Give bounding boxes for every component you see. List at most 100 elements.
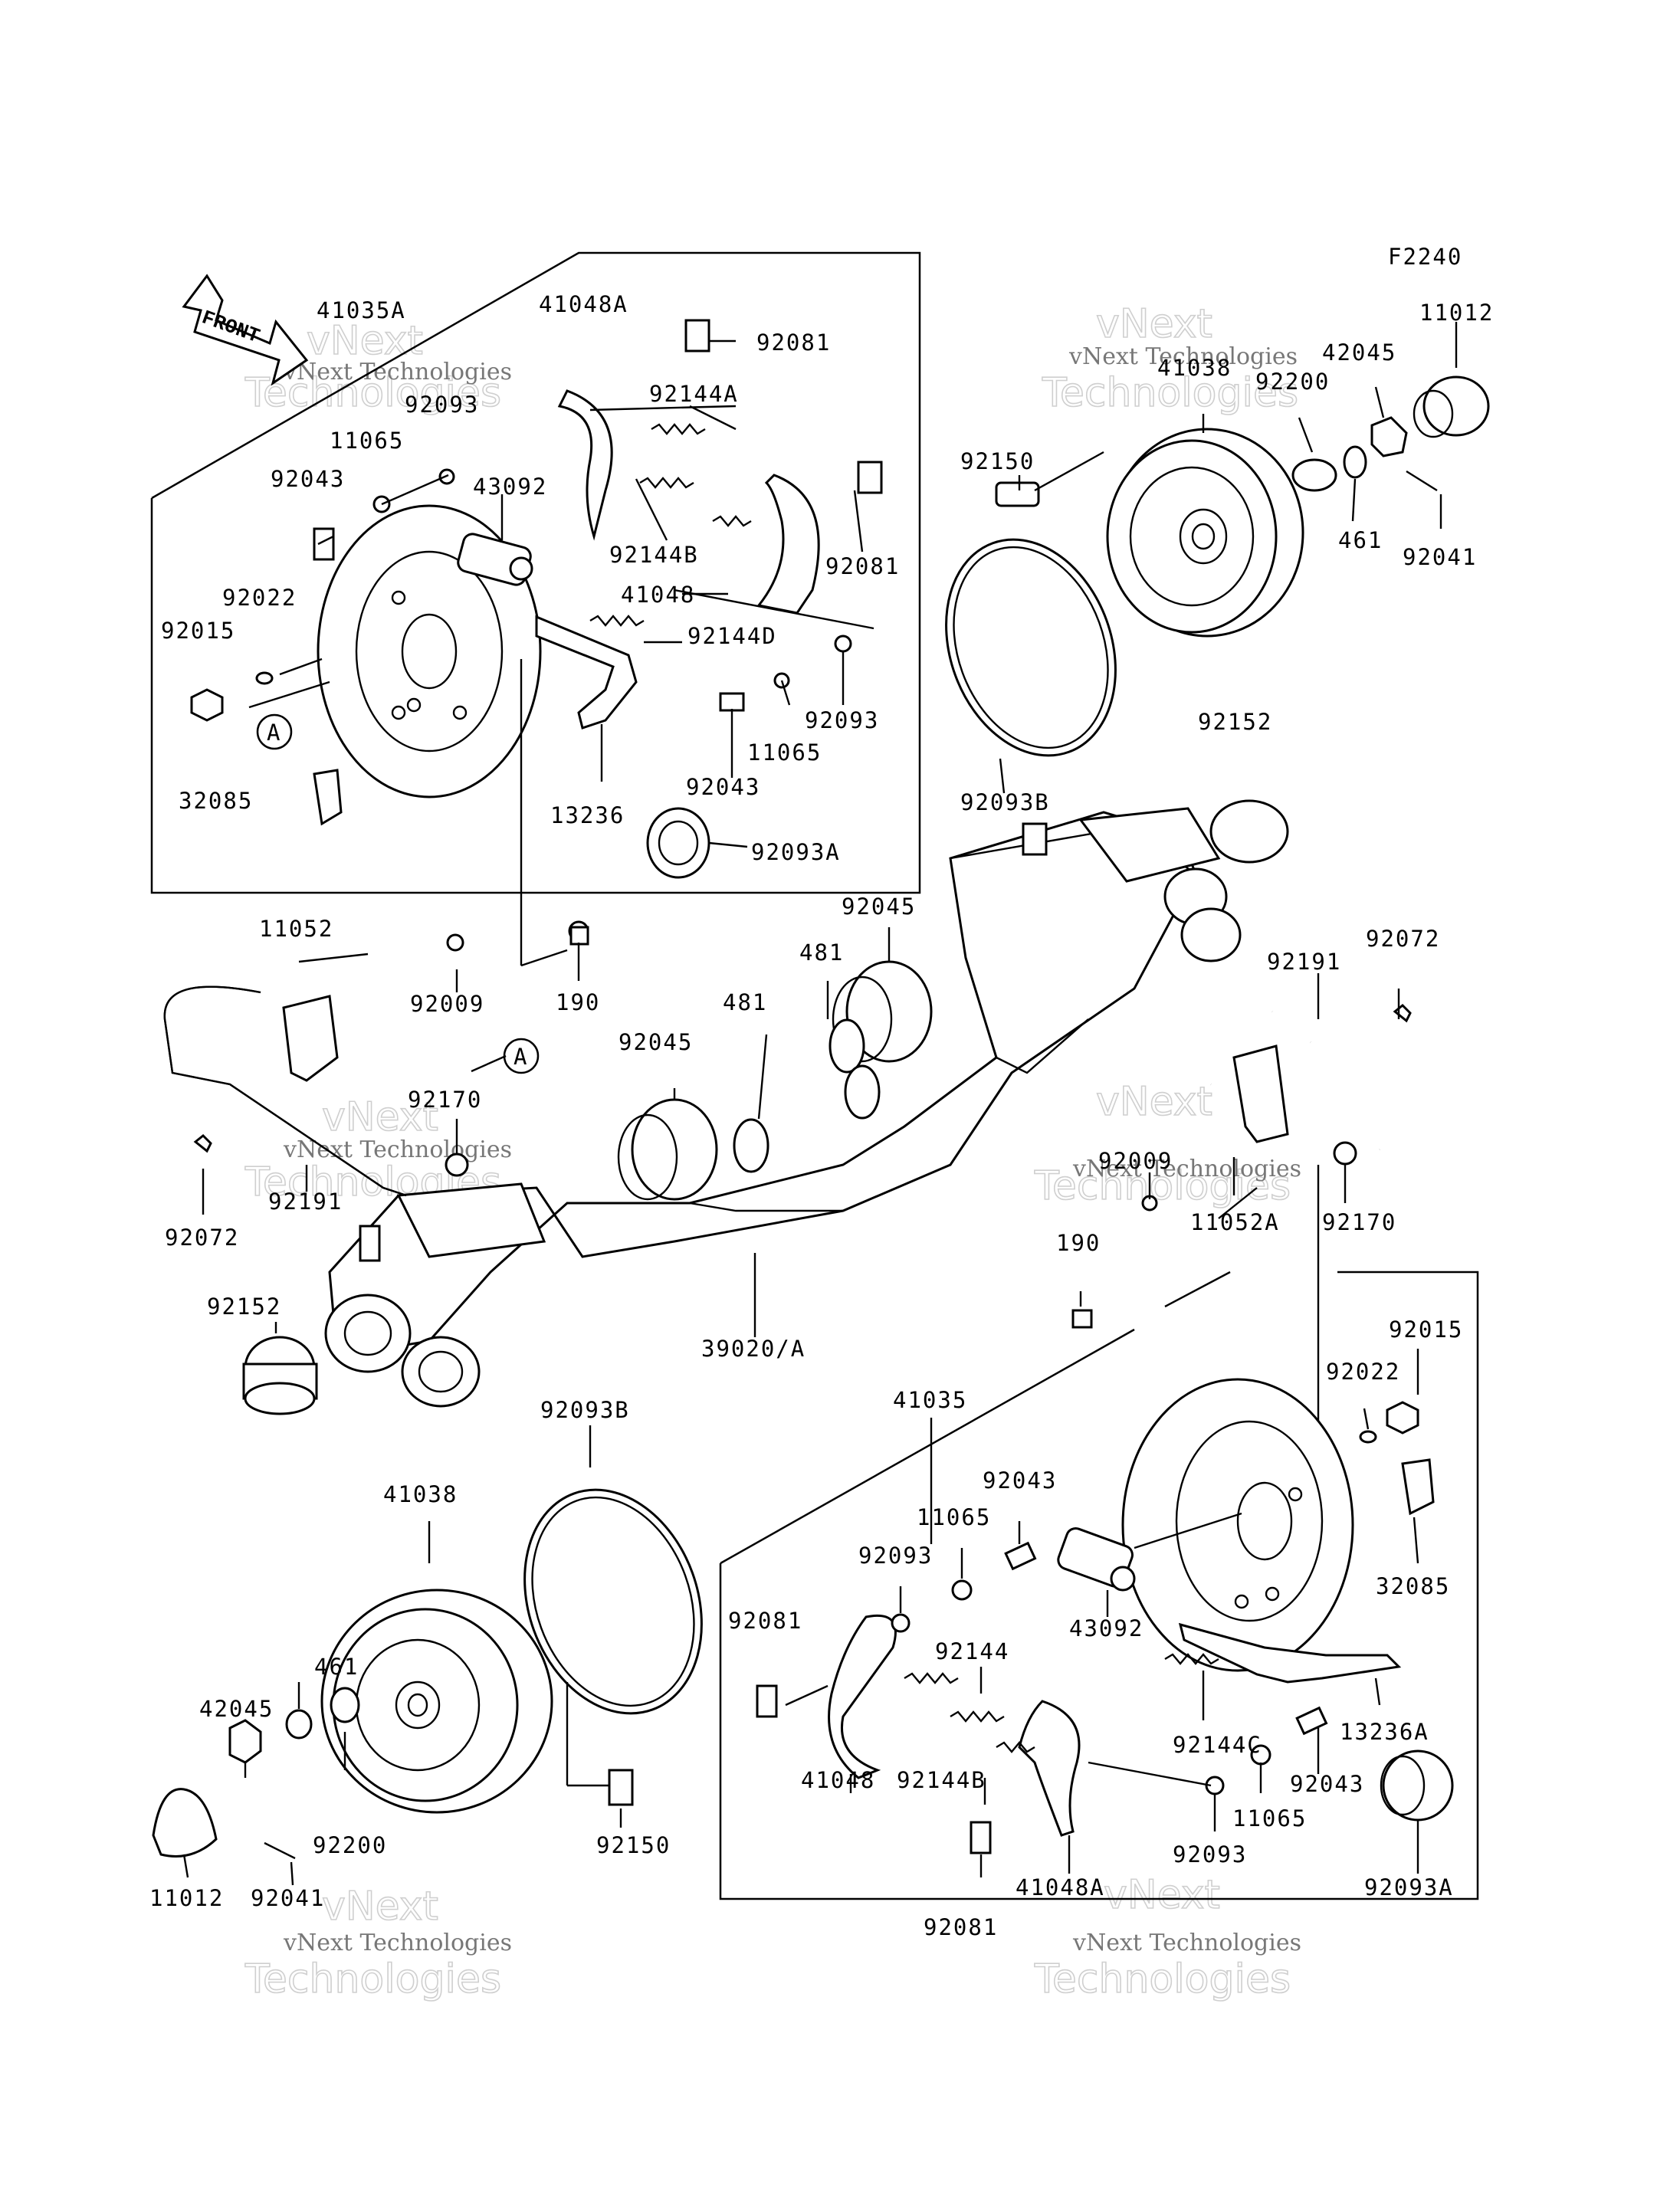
label-41038-bottom: 41038	[383, 1481, 458, 1507]
parking-lever-top	[535, 615, 638, 730]
svg-text:vNext Technologies: vNext Technologies	[283, 359, 512, 385]
label-11012-top: 11012	[1419, 300, 1494, 326]
label-92009-left: 92009	[410, 991, 484, 1017]
label-92015-left: 92015	[161, 618, 235, 644]
svg-text:vNext Technologies: vNext Technologies	[283, 1930, 512, 1956]
label-92022-left: 92022	[222, 585, 297, 611]
label-11065-bottom-2: 11065	[1232, 1805, 1307, 1831]
springs-top	[589, 423, 752, 627]
label-32085-left: 32085	[179, 788, 253, 814]
label-11012-bottom: 11012	[149, 1885, 224, 1911]
leader-lines-mid	[202, 927, 1400, 1441]
upper-left-brake-box	[150, 251, 921, 894]
hardware-bottom	[756, 1401, 1454, 1854]
label-11065-top-center: 11065	[747, 739, 822, 766]
brackets-mid	[193, 920, 1412, 1329]
label-41048A-bottom: 41048A	[1016, 1874, 1105, 1900]
label-92144A: 92144A	[649, 381, 739, 407]
label-92081-top-2: 92081	[825, 553, 900, 579]
label-92043-bottom-2: 92043	[1290, 1771, 1364, 1797]
lower-right-box-divider	[1164, 1271, 1231, 1308]
label-92144D: 92144D	[687, 623, 777, 649]
label-92093A-bottom: 92093A	[1364, 1874, 1454, 1900]
label-92152-right: 92152	[1198, 709, 1272, 735]
label-92093-bottom-2: 92093	[1173, 1841, 1247, 1867]
brake-drum-bottom	[320, 1589, 553, 1814]
label-13236A: 13236A	[1340, 1719, 1429, 1745]
label-92200-top: 92200	[1255, 369, 1330, 395]
callout-a-mid: A	[514, 1044, 528, 1070]
svg-text:Technologies: Technologies	[1042, 370, 1298, 416]
label-92150-bottom: 92150	[596, 1832, 671, 1858]
svg-text:vNext: vNext	[1096, 1079, 1212, 1125]
leader-lines-top-right	[999, 322, 1458, 794]
figure-code: F2240	[1388, 244, 1462, 270]
label-92093B-bottom: 92093B	[540, 1397, 630, 1423]
label-13236: 13236	[550, 802, 625, 828]
label-92144: 92144	[935, 1638, 1009, 1664]
svg-text:vNext: vNext	[322, 1884, 438, 1930]
label-42045-top: 42045	[1322, 339, 1396, 366]
label-92200-bottom: 92200	[313, 1832, 387, 1858]
watermarks: vNext Technologies vNext Technologies vN…	[244, 300, 1301, 2003]
lower-right-brake-box-top	[720, 1328, 1135, 1565]
label-11052A: 11052A	[1190, 1209, 1280, 1235]
svg-text:Technologies: Technologies	[1034, 1956, 1291, 2002]
part-labels: 41035A 41048A 92081 92144A 92093 11065 9…	[149, 291, 1494, 1940]
callout-a-top: A	[267, 720, 281, 746]
hardware-top	[190, 319, 883, 879]
label-92150-top: 92150	[960, 448, 1035, 474]
watermark-bottom-right: vNext Technologies vNext Technologies	[1033, 1871, 1301, 2003]
label-92170-right: 92170	[1322, 1209, 1396, 1235]
label-92144B-top: 92144B	[609, 542, 699, 568]
leader-lines-top	[248, 339, 874, 967]
label-92045-left: 92045	[619, 1029, 693, 1055]
brake-shoe-bottom-b	[1018, 1700, 1081, 1837]
label-43092-top: 43092	[473, 474, 547, 500]
label-41035: 41035	[893, 1387, 967, 1413]
watermark-middle-right: vNext Technologies vNext Technologies	[1033, 1078, 1301, 1210]
label-92170-left: 92170	[408, 1087, 482, 1113]
label-92022-right: 92022	[1326, 1359, 1400, 1385]
label-92043-bottom-1: 92043	[983, 1467, 1057, 1494]
label-92191-right: 92191	[1267, 949, 1341, 975]
svg-text:vNext: vNext	[307, 318, 423, 364]
label-92043-top-center: 92043	[686, 774, 760, 800]
svg-text:vNext: vNext	[322, 1094, 438, 1140]
label-11065-top-left: 11065	[330, 428, 404, 454]
front-arrow-icon: FRONT	[182, 274, 309, 386]
label-41048-bottom: 41048	[801, 1767, 875, 1793]
svg-text:vNext: vNext	[1096, 301, 1212, 347]
svg-text:Technologies: Technologies	[244, 370, 501, 416]
label-92093-bottom-1: 92093	[858, 1543, 933, 1569]
label-11065-bottom-1: 11065	[917, 1504, 991, 1530]
label-42045-bottom: 42045	[199, 1696, 274, 1722]
label-92072-right: 92072	[1366, 926, 1440, 952]
label-92152-left: 92152	[207, 1294, 281, 1320]
leader-lines-bottom-left	[182, 1425, 622, 1886]
label-481-center: 481	[799, 939, 844, 966]
lower-right-brake-box	[719, 1271, 1479, 1900]
label-92041-bottom: 92041	[251, 1885, 325, 1911]
svg-text:Technologies: Technologies	[244, 1956, 501, 2002]
label-92009-right: 92009	[1098, 1148, 1173, 1174]
label-190-left: 190	[556, 989, 600, 1015]
label-92072-left: 92072	[165, 1225, 239, 1251]
brake-shoe-top-a	[557, 389, 613, 541]
backing-plate-right	[1121, 1378, 1354, 1672]
brake-shoe-top-b	[756, 474, 820, 615]
label-32085-right: 32085	[1376, 1573, 1450, 1599]
parking-lever-bottom	[1178, 1622, 1402, 1684]
label-41048-top: 41048	[621, 582, 695, 608]
watermark-bottom-left: vNext Technologies vNext Technologies	[244, 1883, 512, 2003]
label-190-right: 190	[1056, 1230, 1101, 1256]
label-92043-top-left: 92043	[271, 466, 345, 492]
label-481-left: 481	[723, 989, 767, 1015]
label-41048A-top: 41048A	[539, 291, 628, 317]
watermark-top-left: vNext Technologies vNext Technologies	[244, 317, 512, 417]
label-92093-top-left: 92093	[405, 392, 479, 418]
label-92093B-top: 92093B	[960, 789, 1050, 815]
leader-lines-bottom-right	[785, 1349, 1419, 1877]
label-11052: 11052	[259, 916, 333, 942]
